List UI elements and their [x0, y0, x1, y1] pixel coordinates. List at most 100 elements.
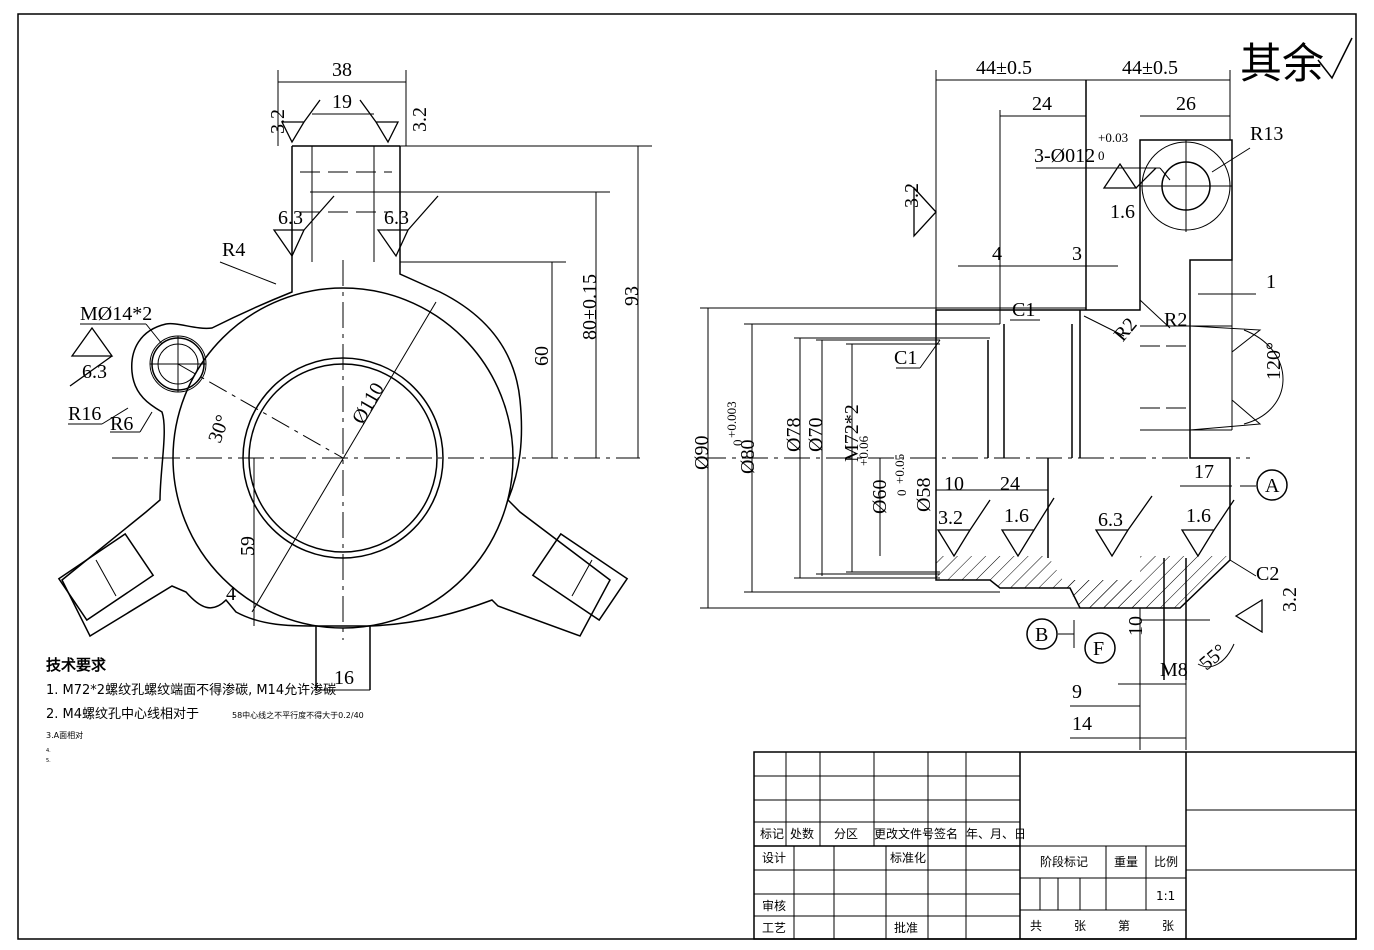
svg-text:共: 共: [1030, 919, 1042, 933]
front-roughness-symbols: [69, 99, 439, 387]
svg-text:1: 1: [1266, 271, 1276, 293]
svg-text:1.6: 1.6: [1186, 505, 1211, 527]
svg-text:10: 10: [944, 473, 964, 495]
svg-text:Ø78: Ø78: [783, 418, 805, 452]
section-roughness-symbols: [913, 162, 1263, 634]
svg-text:张: 张: [1162, 919, 1174, 933]
svg-text:阶段标记: 阶段标记: [1040, 854, 1088, 869]
svg-text:比例: 比例: [1154, 855, 1178, 869]
svg-text:60: 60: [531, 346, 553, 366]
svg-text:3.2: 3.2: [901, 183, 923, 208]
svg-text:4: 4: [226, 583, 236, 605]
svg-text:处数: 处数: [790, 826, 814, 841]
technical-requirements: 技术要求 1. M72*2螺纹孔螺纹端面不得渗碳, M14允许渗碳 2. M4螺…: [46, 656, 364, 764]
svg-text:26: 26: [1176, 93, 1196, 115]
svg-text:工艺: 工艺: [762, 921, 786, 935]
svg-text:MØ14*2: MØ14*2: [80, 303, 152, 325]
svg-text:1:1: 1:1: [1156, 889, 1175, 903]
svg-text:Ø70: Ø70: [805, 418, 827, 452]
svg-text:R2: R2: [1164, 309, 1187, 331]
svg-text:80±0.15: 80±0.15: [579, 274, 601, 340]
svg-text:14: 14: [1072, 713, 1092, 735]
svg-text:R16: R16: [68, 403, 101, 425]
svg-text:6.3: 6.3: [384, 207, 409, 229]
front-dim-texts: 38 19 R4 MØ14*2 R16 R6 30° Ø110 60 80±0.…: [68, 59, 643, 689]
svg-text:Ø60: Ø60: [869, 480, 891, 514]
svg-text:Ø80: Ø80: [737, 440, 759, 474]
svg-text:分区: 分区: [834, 827, 858, 841]
svg-text:R13: R13: [1250, 123, 1283, 145]
svg-text:C2: C2: [1256, 563, 1279, 585]
svg-text:R4: R4: [222, 239, 245, 261]
tech-req-line-1: 1. M72*2螺纹孔螺纹端面不得渗碳, M14允许渗碳: [46, 682, 336, 698]
svg-text:标准化: 标准化: [890, 851, 926, 865]
svg-text:0: 0: [1098, 148, 1105, 163]
svg-text:重量: 重量: [1114, 855, 1138, 869]
svg-text:17: 17: [1194, 461, 1214, 483]
tech-req-line-2b: 58中心线之不平行度不得大于0.2/40: [232, 710, 364, 720]
svg-text:批准: 批准: [894, 920, 918, 935]
front-body-outline: [61, 262, 611, 638]
svg-text:6.3: 6.3: [82, 361, 107, 383]
title-block-texts: 标记 处数 分区 更改文件号 签名 年、月、日 设计 标准化 审核 工艺 批准 …: [760, 826, 1178, 935]
svg-text:6.3: 6.3: [1098, 509, 1123, 531]
svg-text:R6: R6: [110, 413, 133, 435]
svg-text:93: 93: [621, 286, 643, 306]
svg-text:6.3: 6.3: [278, 207, 303, 229]
svg-text:C1: C1: [1012, 299, 1035, 321]
svg-text:1.6: 1.6: [1004, 505, 1029, 527]
tech-req-title: 技术要求: [46, 656, 107, 674]
svg-text:1.6: 1.6: [1110, 201, 1135, 223]
front-view: [57, 70, 652, 691]
svg-text:55°: 55°: [1195, 640, 1231, 675]
svg-text:A: A: [1265, 475, 1280, 497]
svg-text:+0.06: +0.06: [856, 435, 871, 466]
svg-text:M8: M8: [1160, 659, 1188, 681]
svg-text:第: 第: [1118, 919, 1130, 933]
svg-text:4: 4: [992, 243, 1002, 265]
tech-req-line-2: 2. M4螺纹孔中心线相对于: [46, 707, 199, 722]
svg-text:3.2: 3.2: [409, 107, 431, 132]
svg-text:0: 0: [730, 440, 745, 447]
svg-text:张: 张: [1074, 919, 1086, 933]
svg-text:44±0.5: 44±0.5: [1122, 57, 1178, 79]
svg-text:+0.03: +0.03: [1098, 130, 1128, 145]
svg-text:3.2: 3.2: [267, 109, 289, 134]
tech-req-line-5: 5.: [46, 758, 51, 764]
svg-text:16: 16: [334, 667, 354, 689]
svg-text:24: 24: [1032, 93, 1052, 115]
svg-text:F: F: [1093, 638, 1104, 660]
svg-text:59: 59: [237, 536, 259, 556]
svg-text:19: 19: [332, 91, 352, 113]
svg-text:其余: 其余: [1240, 39, 1324, 88]
svg-text:签名: 签名: [934, 826, 958, 841]
svg-text:24: 24: [1000, 473, 1020, 495]
section-dim-texts: 44±0.5 44±0.5 24 26 3-Ø012 +0.03 0 R13 4…: [691, 57, 1301, 735]
svg-text:设计: 设计: [762, 851, 786, 865]
svg-text:+0.003: +0.003: [724, 401, 739, 438]
svg-text:Ø58: Ø58: [913, 478, 935, 512]
section-view: [700, 70, 1288, 750]
svg-text:审核: 审核: [762, 898, 786, 913]
svg-text:更改文件号: 更改文件号: [874, 826, 934, 841]
svg-text:B: B: [1035, 624, 1048, 646]
svg-text:38: 38: [332, 59, 352, 81]
svg-text:3-Ø012: 3-Ø012: [1034, 145, 1095, 167]
svg-text:3: 3: [1072, 243, 1082, 265]
tech-req-line-3: 3.A面相对: [46, 730, 83, 740]
svg-text:9: 9: [1072, 681, 1082, 703]
svg-text:年、月、日: 年、月、日: [966, 827, 1026, 841]
svg-text:3.2: 3.2: [938, 507, 963, 529]
svg-text:+0.05: +0.05: [892, 454, 907, 484]
svg-text:10: 10: [1125, 616, 1147, 636]
svg-text:44±0.5: 44±0.5: [976, 57, 1032, 79]
svg-text:120°: 120°: [1263, 342, 1285, 380]
svg-text:0: 0: [894, 490, 909, 497]
svg-text:C1: C1: [894, 347, 917, 369]
tech-req-line-4: 4.: [46, 748, 51, 754]
remaining-roughness-note: 其余: [1240, 37, 1353, 88]
svg-text:30°: 30°: [204, 412, 234, 446]
svg-text:标记: 标记: [760, 827, 784, 841]
svg-text:Ø90: Ø90: [691, 436, 713, 470]
